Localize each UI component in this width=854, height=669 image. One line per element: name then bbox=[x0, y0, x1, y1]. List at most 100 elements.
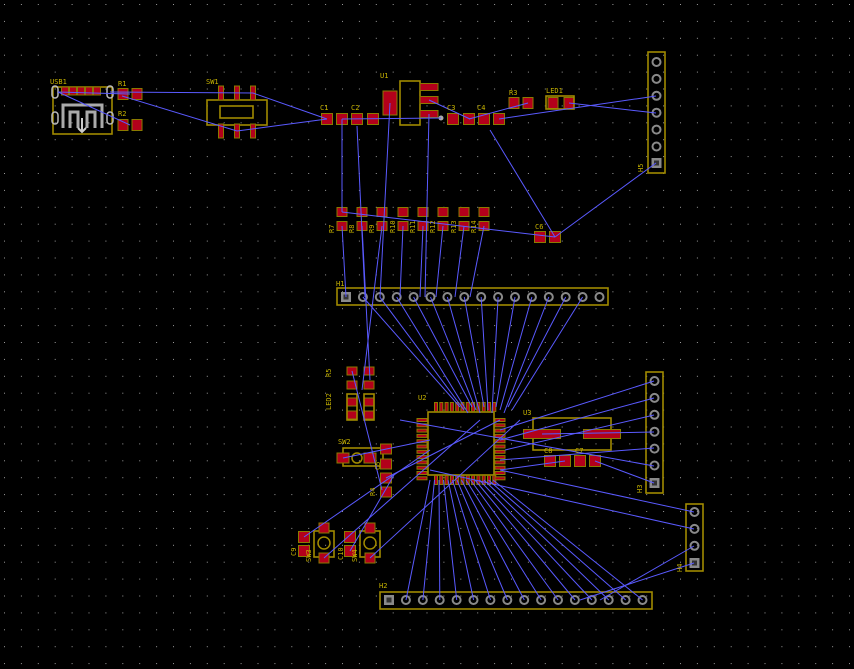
h3-pin[interactable] bbox=[649, 392, 660, 403]
h1-pin[interactable] bbox=[459, 292, 470, 302]
pad[interactable] bbox=[544, 455, 556, 467]
h2-pin[interactable] bbox=[603, 595, 614, 605]
pad[interactable] bbox=[364, 522, 376, 534]
pad[interactable] bbox=[494, 444, 506, 449]
pad[interactable] bbox=[434, 475, 438, 485]
h2-pin[interactable] bbox=[502, 595, 513, 605]
pad[interactable] bbox=[494, 433, 506, 438]
pad[interactable] bbox=[318, 522, 330, 534]
h1-pin[interactable] bbox=[357, 292, 368, 302]
pad[interactable] bbox=[416, 465, 428, 470]
pad[interactable] bbox=[416, 418, 428, 422]
h4-pin[interactable] bbox=[689, 523, 700, 534]
h2-pin[interactable] bbox=[468, 595, 479, 605]
pad[interactable] bbox=[380, 486, 392, 498]
pad[interactable] bbox=[437, 207, 449, 217]
pad[interactable] bbox=[363, 380, 375, 390]
pad[interactable] bbox=[439, 402, 444, 412]
h2-pin[interactable] bbox=[620, 595, 631, 605]
pad[interactable] bbox=[416, 476, 428, 481]
pad[interactable] bbox=[298, 545, 310, 557]
h1-pin[interactable] bbox=[577, 292, 588, 302]
pad[interactable] bbox=[465, 402, 470, 412]
pad[interactable] bbox=[363, 397, 375, 407]
pad[interactable] bbox=[416, 433, 428, 438]
h1-pin[interactable] bbox=[391, 292, 402, 302]
pad[interactable] bbox=[93, 86, 101, 96]
pad[interactable] bbox=[449, 402, 454, 412]
h5-pin[interactable] bbox=[651, 57, 662, 67]
pad[interactable] bbox=[444, 402, 449, 412]
pad[interactable] bbox=[434, 402, 438, 412]
pad[interactable] bbox=[131, 119, 143, 131]
pad[interactable] bbox=[494, 471, 506, 475]
h5-pin[interactable] bbox=[651, 73, 662, 84]
pad[interactable] bbox=[380, 458, 392, 470]
pad[interactable] bbox=[458, 207, 470, 217]
pad[interactable] bbox=[455, 402, 460, 412]
pad[interactable] bbox=[416, 428, 428, 433]
pad[interactable] bbox=[356, 207, 368, 217]
pad[interactable] bbox=[494, 455, 506, 460]
h2-pin[interactable] bbox=[637, 595, 648, 605]
h5-pin[interactable] bbox=[651, 124, 662, 135]
pad[interactable] bbox=[417, 207, 429, 217]
pad[interactable] bbox=[508, 97, 520, 109]
pad[interactable] bbox=[77, 86, 85, 96]
h1-pin[interactable] bbox=[442, 292, 453, 302]
h1-pin[interactable] bbox=[425, 292, 436, 302]
pad[interactable] bbox=[363, 410, 375, 420]
pad[interactable] bbox=[478, 113, 490, 125]
pad[interactable] bbox=[344, 531, 356, 543]
pad[interactable] bbox=[250, 123, 256, 139]
h2-pin[interactable] bbox=[400, 595, 411, 605]
h1-pin[interactable] bbox=[560, 292, 571, 302]
pad[interactable] bbox=[478, 207, 490, 217]
pad[interactable] bbox=[574, 455, 586, 467]
pad[interactable] bbox=[492, 402, 497, 412]
pad[interactable] bbox=[363, 452, 377, 464]
pad[interactable] bbox=[346, 380, 358, 390]
h2-pin[interactable] bbox=[536, 595, 547, 605]
h5-pin[interactable] bbox=[651, 90, 662, 101]
pad[interactable] bbox=[460, 475, 465, 485]
pad[interactable] bbox=[346, 410, 358, 420]
pad[interactable] bbox=[494, 465, 506, 470]
pad[interactable] bbox=[397, 207, 409, 217]
pad[interactable] bbox=[583, 429, 621, 439]
pad[interactable] bbox=[494, 476, 506, 481]
pad[interactable] bbox=[376, 207, 388, 217]
pad[interactable] bbox=[346, 397, 358, 407]
h4-pin[interactable] bbox=[689, 540, 700, 551]
h4-pin[interactable] bbox=[689, 507, 700, 517]
h2-pin[interactable] bbox=[485, 595, 496, 605]
pad[interactable] bbox=[494, 460, 506, 465]
h3-pin[interactable] bbox=[649, 376, 660, 386]
pad[interactable] bbox=[218, 123, 224, 139]
pad[interactable] bbox=[494, 423, 506, 428]
pad[interactable] bbox=[117, 119, 129, 131]
pad[interactable] bbox=[416, 444, 428, 449]
h1-pin[interactable] bbox=[543, 292, 554, 302]
pad[interactable] bbox=[69, 86, 77, 96]
h5-pin[interactable] bbox=[651, 141, 662, 152]
pad[interactable] bbox=[547, 97, 559, 109]
pad[interactable] bbox=[534, 231, 546, 243]
h1-pin[interactable] bbox=[526, 292, 537, 302]
pad[interactable] bbox=[419, 83, 439, 91]
pad[interactable] bbox=[494, 428, 506, 433]
pad[interactable] bbox=[85, 86, 93, 96]
pad[interactable] bbox=[439, 475, 444, 485]
pad[interactable] bbox=[449, 475, 454, 485]
pad[interactable] bbox=[131, 88, 143, 100]
h2-pin[interactable] bbox=[553, 595, 563, 605]
h1-pin[interactable] bbox=[594, 292, 605, 302]
h2-pin[interactable] bbox=[519, 595, 530, 605]
h3-pin[interactable] bbox=[649, 409, 660, 420]
h2-pin[interactable] bbox=[569, 595, 580, 605]
h1-pin[interactable] bbox=[510, 292, 520, 302]
pad[interactable] bbox=[494, 449, 506, 454]
pad[interactable] bbox=[447, 113, 459, 125]
pad[interactable] bbox=[444, 475, 449, 485]
